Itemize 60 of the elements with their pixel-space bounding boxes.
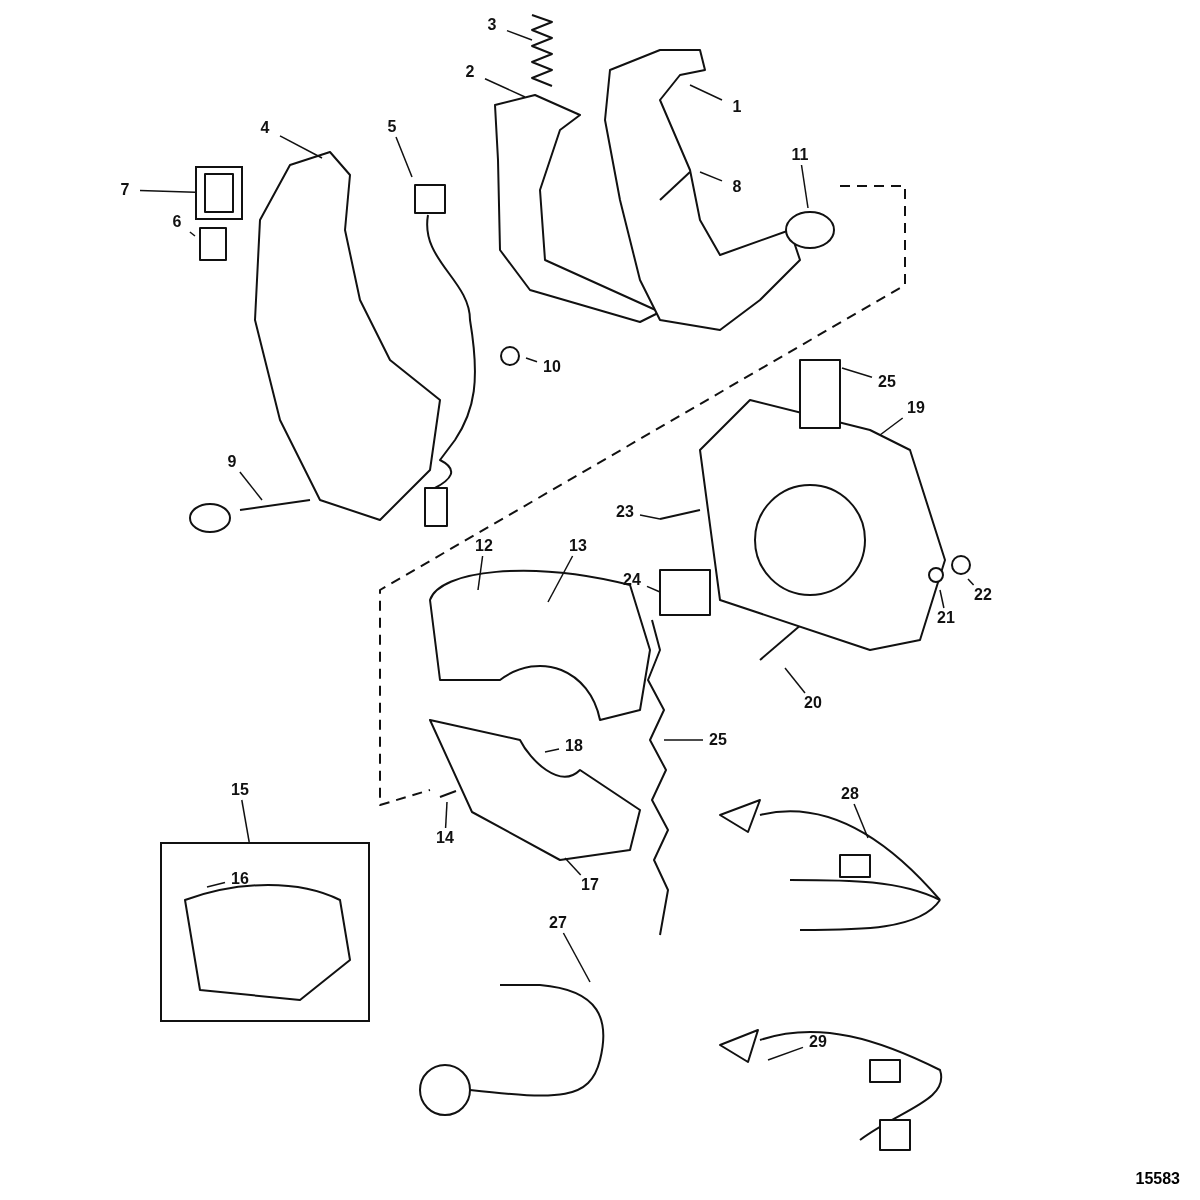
callout-number: 17 xyxy=(575,875,605,895)
leader-line xyxy=(395,136,413,178)
callout-number: 6 xyxy=(162,212,192,232)
callout-number: 15 xyxy=(225,780,255,800)
inset-frame xyxy=(160,842,370,1022)
callout-number: 14 xyxy=(430,828,460,848)
leader-line xyxy=(646,585,661,593)
callout-number: 27 xyxy=(543,913,573,933)
callout-number: 2 xyxy=(455,62,485,82)
callout-number: 25 xyxy=(872,372,902,392)
leader-line xyxy=(189,231,196,237)
callout-number: 20 xyxy=(798,693,828,713)
leader-line xyxy=(689,84,723,101)
callout-number: 23 xyxy=(610,502,640,522)
callout-number: 22 xyxy=(968,585,998,605)
leader-line xyxy=(444,801,448,829)
inset-frame xyxy=(195,166,243,220)
leader-line xyxy=(853,803,869,839)
leader-line xyxy=(484,78,526,98)
leader-line xyxy=(562,932,591,983)
leader-line xyxy=(967,578,975,586)
callout-number: 16 xyxy=(225,869,255,889)
callout-number: 10 xyxy=(537,357,567,377)
leader-line xyxy=(879,417,904,436)
callout-number: 1 xyxy=(722,97,752,117)
callout-number: 21 xyxy=(931,608,961,628)
leader-line xyxy=(547,555,574,603)
leader-line xyxy=(639,514,661,520)
callout-number: 12 xyxy=(469,536,499,556)
callout-number: 3 xyxy=(477,15,507,35)
callout-number: 11 xyxy=(785,145,815,165)
callout-number: 4 xyxy=(250,118,280,138)
leader-line xyxy=(767,1046,804,1061)
leader-line xyxy=(699,171,723,182)
callout-number: 28 xyxy=(835,784,865,804)
leader-line xyxy=(477,555,484,591)
leader-line xyxy=(525,357,538,363)
leader-line xyxy=(239,471,263,501)
leader-line xyxy=(544,748,560,753)
leader-line xyxy=(506,29,533,41)
leader-line xyxy=(784,667,806,694)
leader-line xyxy=(663,739,704,741)
leader-line xyxy=(939,589,945,609)
leader-line xyxy=(564,857,582,876)
callout-number: 7 xyxy=(110,180,140,200)
leader-line xyxy=(139,189,196,193)
callout-number: 5 xyxy=(377,117,407,137)
callout-number: 9 xyxy=(217,452,247,472)
leader-line xyxy=(841,367,873,379)
leader-line xyxy=(800,164,809,209)
callout-number: 25 xyxy=(703,730,733,750)
leader-line xyxy=(206,881,226,888)
callout-number: 19 xyxy=(901,398,931,418)
leader-line xyxy=(241,799,250,843)
leader-line xyxy=(279,135,323,159)
drawing-number: 15583 xyxy=(1135,1170,1180,1188)
callout-number: 29 xyxy=(803,1032,833,1052)
callout-number: 18 xyxy=(559,736,589,756)
callout-number: 8 xyxy=(722,177,752,197)
callout-number: 13 xyxy=(563,536,593,556)
